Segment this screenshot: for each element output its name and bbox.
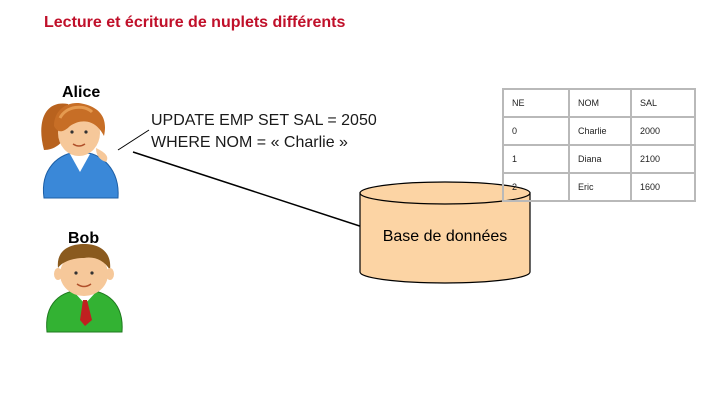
column-header: NE xyxy=(502,88,570,118)
sql-query-line-1: UPDATE EMP SET SAL = 2050 xyxy=(151,112,377,129)
table-cell: 0 xyxy=(502,117,570,146)
sql-query: UPDATE EMP SET SAL = 2050 WHERE NOM = « … xyxy=(151,110,451,154)
alice-avatar-icon xyxy=(41,102,119,199)
table-row: 0 Charlie 2000 xyxy=(502,117,696,146)
database-label: Base de données xyxy=(382,228,508,245)
emp-table: NE NOM SAL 0 Charlie 2000 1 Diana 2100 2… xyxy=(502,88,696,202)
update-arrow xyxy=(132,151,380,235)
table-cell: 1 xyxy=(502,145,570,174)
alice-connector-line xyxy=(117,129,150,151)
bob-label: Bob xyxy=(68,230,100,247)
table-cell: Diana xyxy=(569,145,632,174)
alice-label: Alice xyxy=(62,84,101,101)
column-header: SAL xyxy=(631,88,696,118)
table-cell: 2000 xyxy=(631,117,696,146)
table-cell: 2100 xyxy=(631,145,696,174)
sql-query-line-2: WHERE NOM = « Charlie » xyxy=(151,134,348,151)
database-icon xyxy=(359,181,531,284)
column-header: NOM xyxy=(569,88,632,118)
table-cell: Charlie xyxy=(569,117,632,146)
table-row: 2 Eric 1600 xyxy=(502,173,696,202)
table-cell: 1600 xyxy=(631,173,696,202)
slide-title: Lecture et écriture de nuplets différent… xyxy=(44,14,346,31)
table-cell: 2 xyxy=(502,173,570,202)
table-cell: Eric xyxy=(569,173,632,202)
bob-avatar-icon xyxy=(46,244,123,333)
table-header-row: NE NOM SAL xyxy=(502,88,696,118)
table-row: 1 Diana 2100 xyxy=(502,145,696,174)
